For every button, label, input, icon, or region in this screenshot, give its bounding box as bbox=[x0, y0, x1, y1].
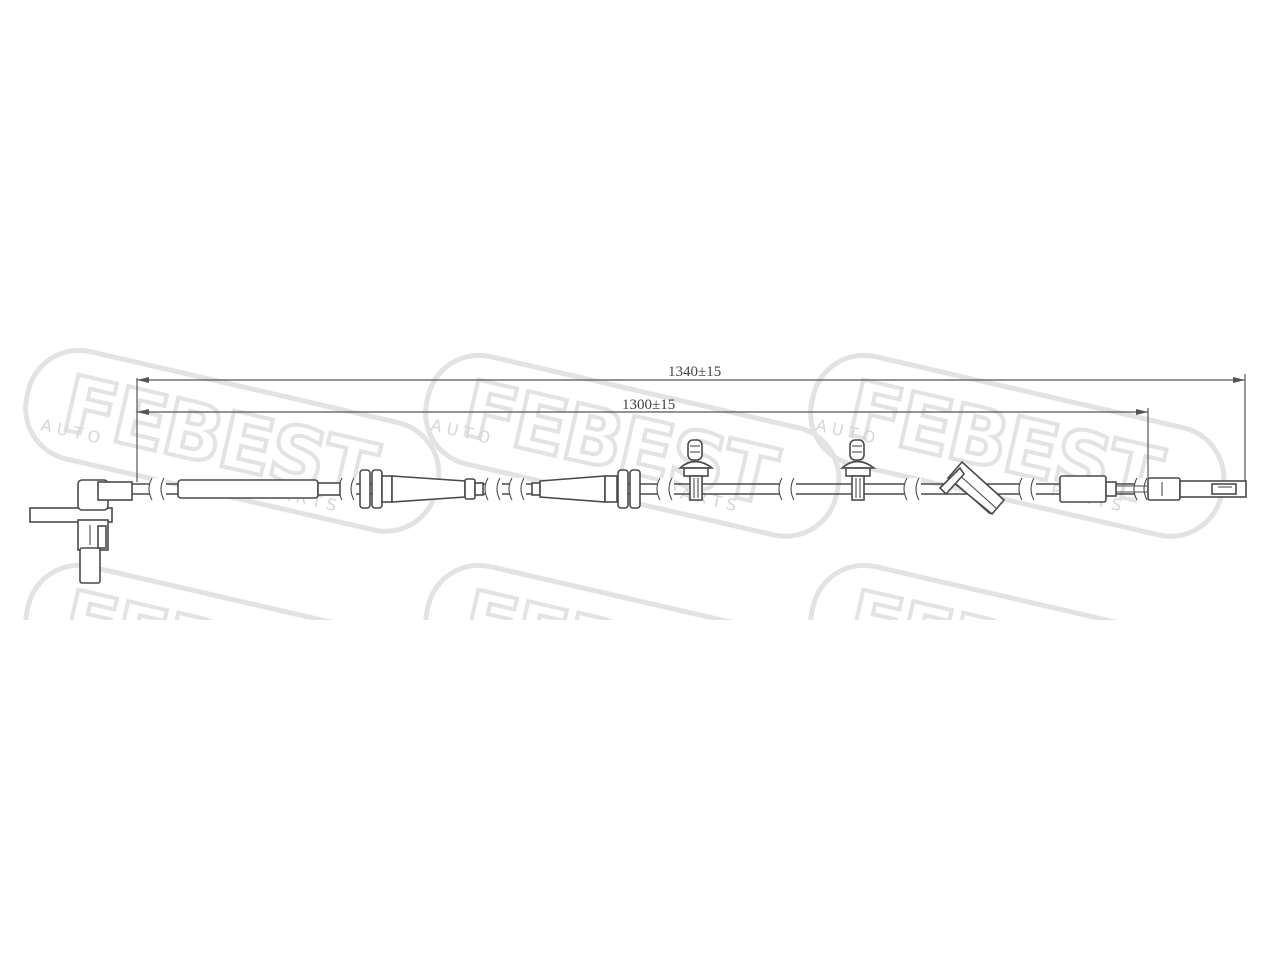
dimension-connector-label: 1300±15 bbox=[622, 397, 675, 413]
sleeve-1 bbox=[177, 479, 341, 499]
grommet-left bbox=[359, 469, 484, 509]
break-marks bbox=[148, 477, 1149, 501]
watermark-3: FEBEST bbox=[808, 352, 1227, 539]
mounting-clip-2 bbox=[839, 439, 877, 501]
lower-blank-area bbox=[0, 620, 1280, 960]
angled-clip bbox=[938, 460, 1006, 516]
grommet-right bbox=[531, 469, 641, 509]
watermark-2: FEBEST bbox=[423, 352, 842, 539]
sensor-head bbox=[29, 479, 133, 584]
dimension-overall: 1340±15 bbox=[136, 364, 1246, 482]
dimension-overall-label: 1340±15 bbox=[668, 364, 721, 380]
connector-sleeve bbox=[1059, 475, 1148, 503]
end-connector bbox=[1147, 477, 1247, 501]
dimension-connector: 1300±15 bbox=[137, 397, 1149, 482]
mounting-clip-1 bbox=[677, 439, 715, 501]
